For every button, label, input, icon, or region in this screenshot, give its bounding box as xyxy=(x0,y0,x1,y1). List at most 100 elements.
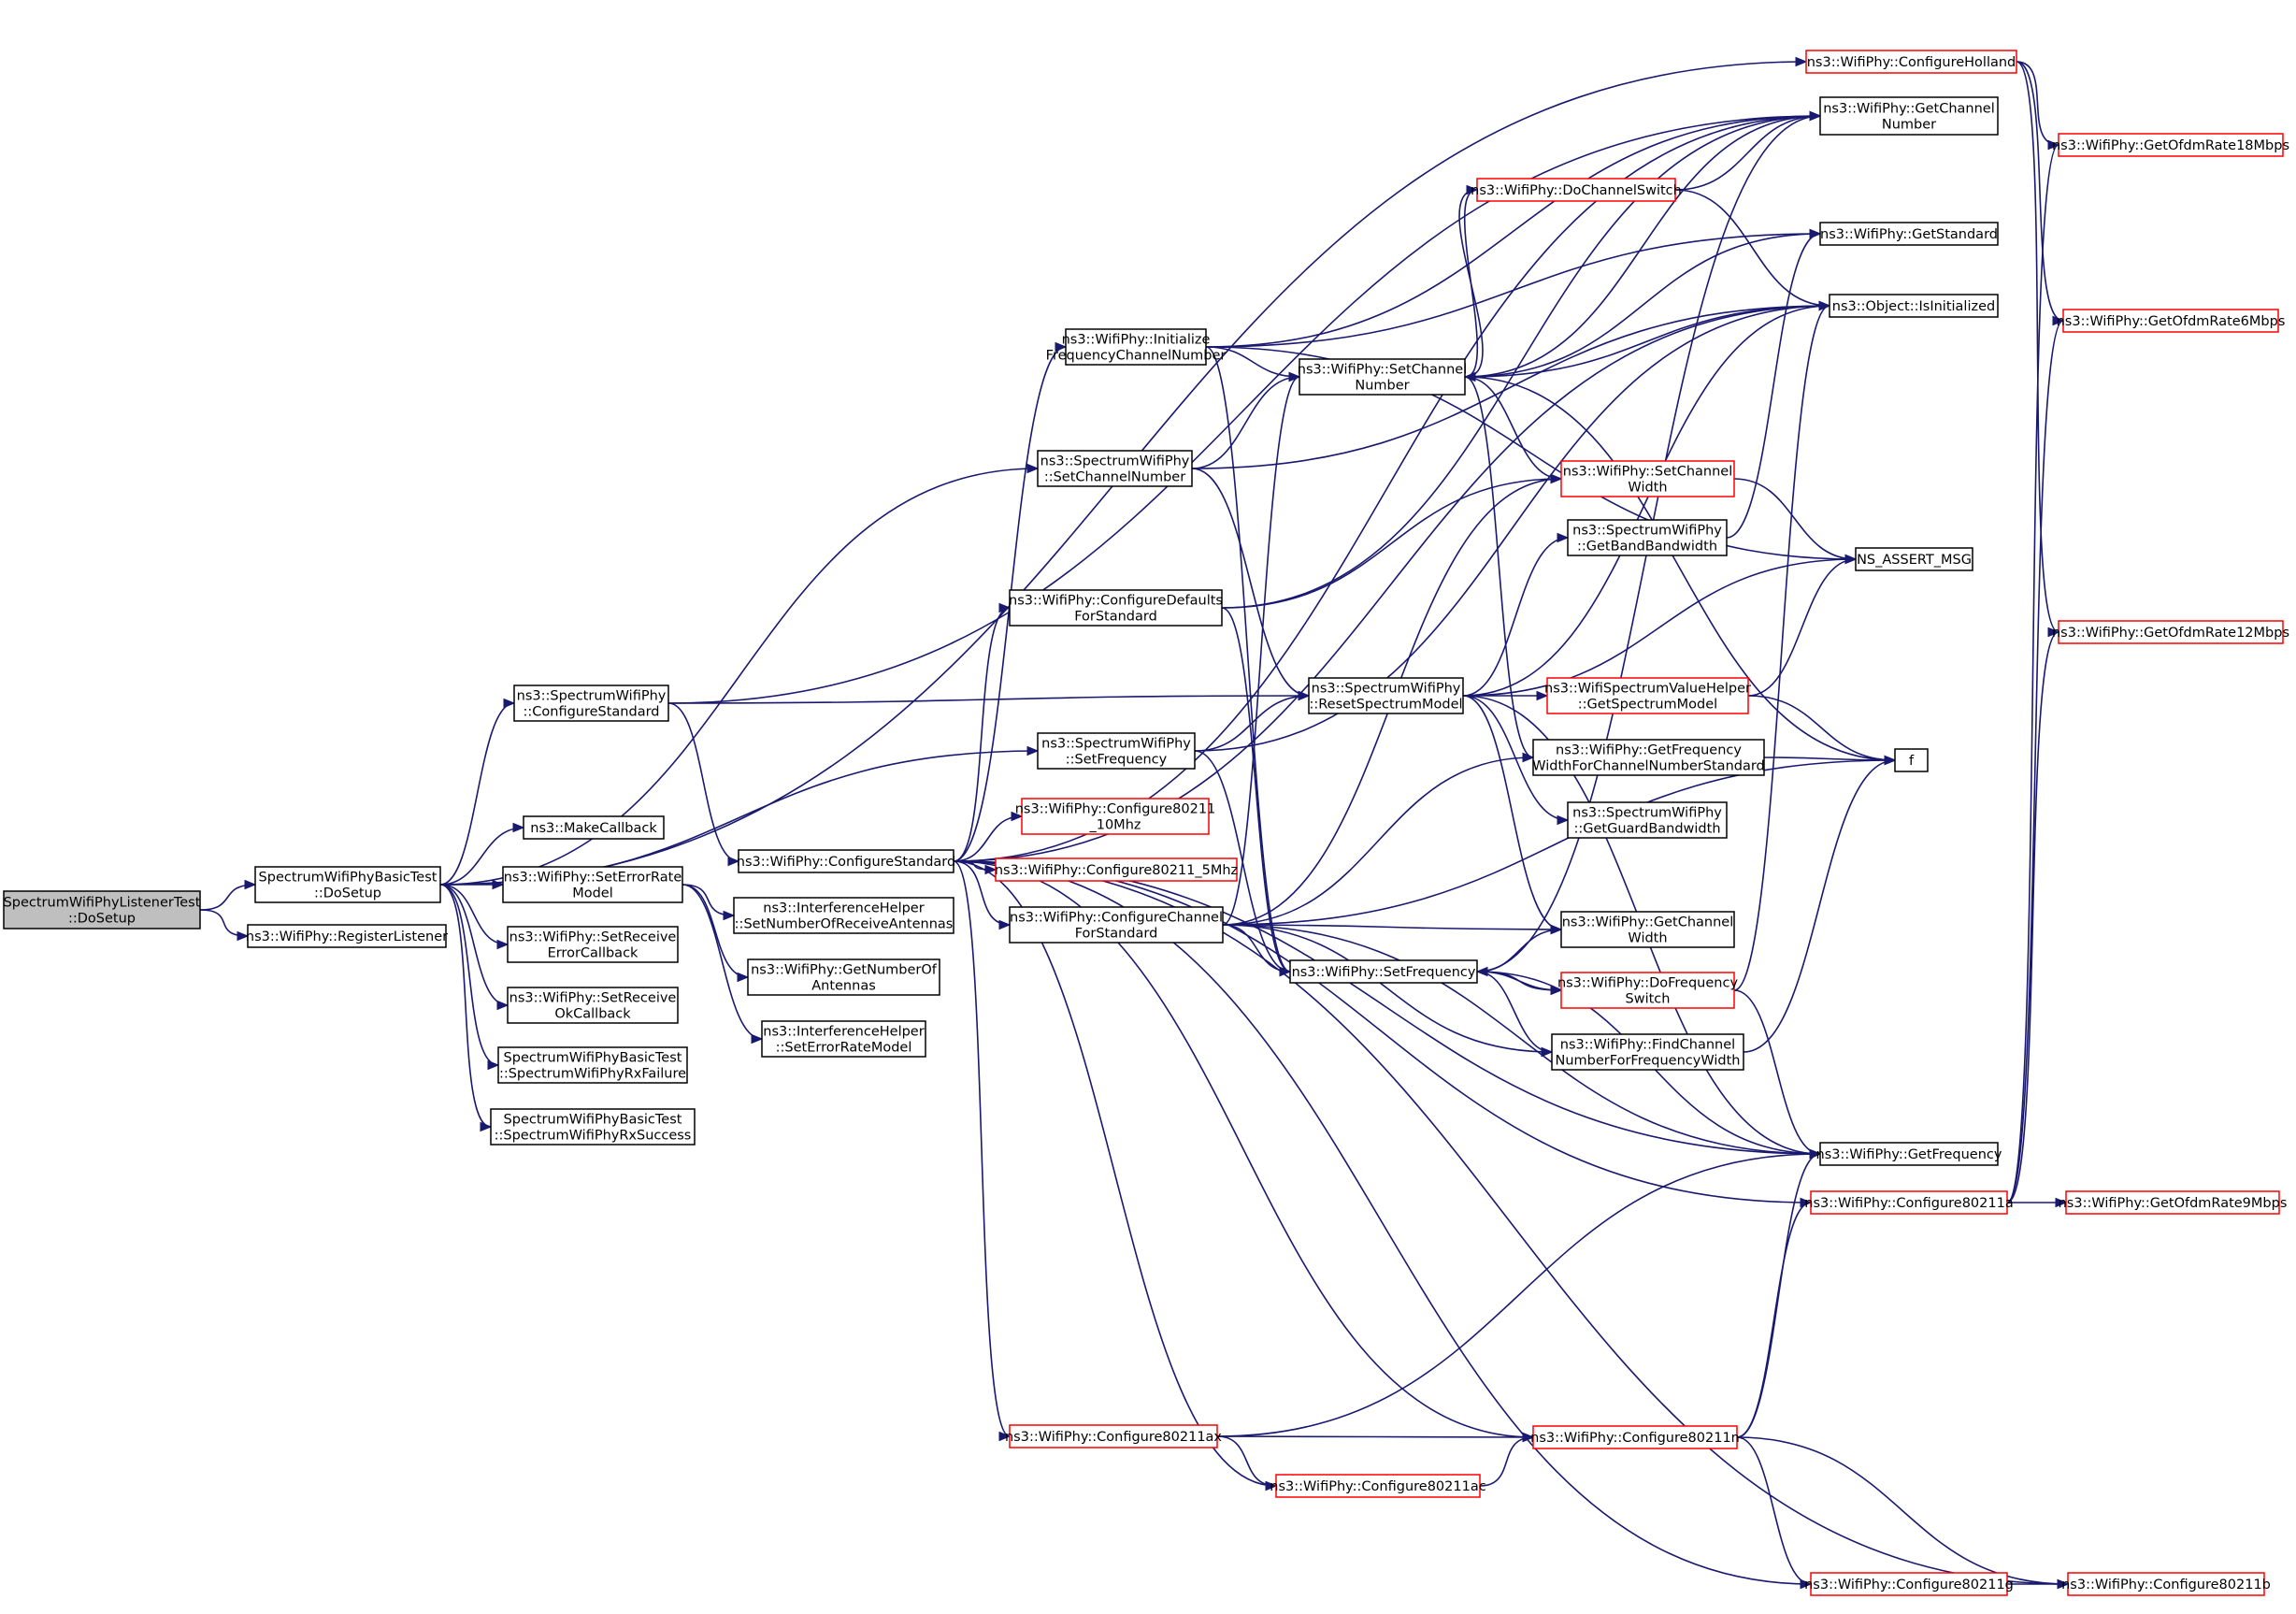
node-box xyxy=(1819,96,1999,136)
node-ns-assert-msg[interactable]: NS_ASSERT_MSG xyxy=(1855,547,1973,571)
node-label: ns3::SpectrumWifiPhy xyxy=(1041,737,1191,752)
node-ih-set-err-model[interactable]: ns3::InterferenceHelper::SetErrorRateMod… xyxy=(761,1020,926,1058)
node-label: ns3::WifiPhy::DoFrequency xyxy=(1557,976,1739,991)
node-cfg-80211n[interactable]: ns3::WifiPhy::Configure80211n xyxy=(1530,1425,1740,1449)
node-box xyxy=(1805,50,2017,74)
arrowhead xyxy=(2047,139,2060,151)
node-set-error-rate[interactable]: ns3::WifiPhy::SetErrorRateModel xyxy=(502,866,683,903)
edge-cfg-80211n-to-cfg-80211a xyxy=(1736,1202,1812,1438)
node-label: ns3::WifiPhy::SetChannel xyxy=(1298,363,1468,378)
node-box xyxy=(1894,748,1929,772)
node-get-standard[interactable]: ns3::WifiPhy::GetStandard xyxy=(1819,222,1999,246)
node-label: Switch xyxy=(1626,992,1671,1007)
node-label: Number xyxy=(1882,118,1936,133)
arrowhead xyxy=(1522,752,1535,763)
node-box xyxy=(490,1108,696,1146)
arrowhead xyxy=(496,939,509,950)
node-label: ns3::WifiPhy::GetOfdmRate6Mbps xyxy=(2057,314,2286,329)
arrowhead xyxy=(1522,1432,1535,1443)
edge-set-error-rate-to-ih-set-err-model xyxy=(682,884,763,1040)
node-rx-success[interactable]: SpectrumWifiPhyBasicTest::SpectrumWifiPh… xyxy=(490,1108,696,1146)
arrowhead xyxy=(998,602,1012,613)
edge-cfg-defaults-std-to-set-channel-width xyxy=(1221,478,1562,609)
node-cfg-channel-std[interactable]: ns3::WifiPhy::ConfigureChannelForStandar… xyxy=(1009,906,1224,944)
node-get-freq-width-std[interactable]: ns3::WifiPhy::GetFrequencyWidthForChanne… xyxy=(1532,739,1765,776)
edge-sw-set-channel-num-to-wp-set-channel-num xyxy=(1191,376,1300,469)
node-label: ns3::SpectrumWifiPhy xyxy=(517,689,667,704)
node-box xyxy=(1829,294,1999,318)
node-cfg-defaults-std[interactable]: ns3::WifiPhy::ConfigureDefaultsForStanda… xyxy=(1009,589,1223,627)
node-basic-dosetup[interactable]: SpectrumWifiPhyBasicTest::DoSetup xyxy=(254,866,441,903)
node-wp-set-channel-num[interactable]: ns3::WifiPhy::SetChannelNumber xyxy=(1298,358,1468,396)
node-find-chan-num[interactable]: ns3::WifiPhy::FindChannelNumberForFreque… xyxy=(1551,1033,1744,1071)
arrowhead xyxy=(751,1033,764,1045)
node-get-frequency[interactable]: ns3::WifiPhy::GetFrequency xyxy=(1816,1142,2002,1166)
node-root[interactable]: SpectrumWifiPhyListenerTest::DoSetup xyxy=(3,890,201,929)
node-cfg-80211ax[interactable]: ns3::WifiPhy::Configure80211ax xyxy=(1005,1424,1222,1448)
node-ofdm9[interactable]: ns3::WifiPhy::GetOfdmRate9Mbps xyxy=(2059,1190,2288,1215)
node-sw-get-band-bw[interactable]: ns3::SpectrumWifiPhy::GetBandBandwidth xyxy=(1567,519,1728,556)
node-label: ns3::WifiPhy::ConfigureStandard xyxy=(737,855,955,870)
node-box xyxy=(513,685,669,722)
node-cfg-80211g[interactable]: ns3::WifiPhy::Configure80211g xyxy=(1804,1572,2014,1596)
node-box xyxy=(523,815,665,840)
node-cfg-80211-5mhz[interactable]: ns3::WifiPhy::Configure80211_5Mhz xyxy=(995,857,1238,882)
node-box xyxy=(1855,547,1973,571)
node-wp-configure-std[interactable]: ns3::WifiPhy::ConfigureStandard xyxy=(737,849,955,873)
arrowhead xyxy=(1550,473,1563,484)
node-label: NumberForFrequencyWidth xyxy=(1556,1054,1741,1069)
node-f[interactable]: f xyxy=(1894,748,1929,772)
edge-wp-set-channel-num-to-get-standard xyxy=(1464,233,1821,378)
node-box xyxy=(1551,1033,1744,1071)
edge-cfg-80211n-to-cfg-80211b xyxy=(1736,1436,2069,1585)
node-wp-set-freq[interactable]: ns3::WifiPhy::SetFrequency xyxy=(1289,959,1478,984)
node-sw-set-channel-num[interactable]: ns3::SpectrumWifiPhy::SetChannelNumber xyxy=(1037,450,1193,487)
node-init-freq-chan[interactable]: ns3::WifiPhy::InitializeFrequencyChannel… xyxy=(1046,328,1227,366)
node-ofdm18[interactable]: ns3::WifiPhy::GetOfdmRate18Mbps xyxy=(2052,133,2289,157)
arrowhead xyxy=(1884,755,1897,766)
node-is-initialized[interactable]: ns3::Object::IsInitialized xyxy=(1829,294,1999,318)
node-ofdm6[interactable]: ns3::WifiPhy::GetOfdmRate6Mbps xyxy=(2057,309,2286,333)
node-wsvh-get-spectrum[interactable]: ns3::WifiSpectrumValueHelper::GetSpectru… xyxy=(1544,677,1751,714)
arrowhead xyxy=(1298,690,1311,701)
node-do-channel-switch[interactable]: ns3::WifiPhy::DoChannelSwitch xyxy=(1471,178,1682,202)
node-label: ns3::MakeCallback xyxy=(530,821,657,836)
node-box xyxy=(2065,1190,2280,1215)
edge-wp-set-freq-to-get-channel-width xyxy=(1476,929,1562,973)
node-label: ForStandard xyxy=(1075,927,1158,942)
node-sw-get-guard-bw[interactable]: ns3::SpectrumWifiPhy::GetGuardBandwidth xyxy=(1567,801,1728,839)
edge-basic-dosetup-to-rx-success xyxy=(439,884,492,1128)
node-cfg-80211b[interactable]: ns3::WifiPhy::Configure80211b xyxy=(2061,1572,2271,1596)
node-sw-reset-spectrum[interactable]: ns3::SpectrumWifiPhy::ResetSpectrumModel xyxy=(1308,677,1464,714)
node-cfg-80211a[interactable]: ns3::WifiPhy::Configure80211a xyxy=(1804,1190,2014,1215)
node-cfg-80211ac[interactable]: ns3::WifiPhy::Configure80211ac xyxy=(1270,1474,1486,1498)
node-label: ns3::WifiPhy::Configure80211_5Mhz xyxy=(995,863,1238,878)
node-cfg-holland[interactable]: ns3::WifiPhy::ConfigureHolland xyxy=(1805,50,2017,74)
edge-cfg-channel-std-to-get-channel-width xyxy=(1222,924,1562,930)
edge-get-freq-width-std-to-f xyxy=(1763,757,1896,761)
node-ih-set-num-rx-ant[interactable]: ns3::InterferenceHelper::SetNumberOfRece… xyxy=(733,897,954,934)
arrowhead xyxy=(998,919,1012,930)
node-ofdm12[interactable]: ns3::WifiPhy::GetOfdmRate12Mbps xyxy=(2052,620,2289,644)
node-label: FrequencyChannelNumber xyxy=(1046,349,1227,364)
edge-set-error-rate-to-get-num-antennas xyxy=(682,884,749,978)
node-cfg-80211-10mhz[interactable]: ns3::WifiPhy::Configure80211_10Mhz xyxy=(1015,798,1216,835)
node-make-callback[interactable]: ns3::MakeCallback xyxy=(523,815,665,840)
node-sw-set-freq[interactable]: ns3::SpectrumWifiPhy::SetFrequency xyxy=(1037,732,1196,770)
edge-sw-configure-std-to-wp-configure-std xyxy=(667,702,739,862)
node-register-listener[interactable]: ns3::WifiPhy::RegisterListener xyxy=(246,924,448,948)
edge-cfg-defaults-std-to-wp-set-freq xyxy=(1221,607,1291,973)
node-label: ns3::WifiPhy::GetFrequency xyxy=(1816,1147,2002,1162)
node-rx-failure[interactable]: SpectrumWifiPhyBasicTest::SpectrumWifiPh… xyxy=(497,1046,688,1084)
edge-cfg-channel-std-to-wp-set-freq xyxy=(1222,924,1291,973)
node-label: ns3::WifiPhy::GetStandard xyxy=(1820,227,1998,242)
node-sw-configure-std[interactable]: ns3::SpectrumWifiPhy::ConfigureStandard xyxy=(513,685,669,722)
node-label: SpectrumWifiPhyListenerTest xyxy=(4,896,201,911)
